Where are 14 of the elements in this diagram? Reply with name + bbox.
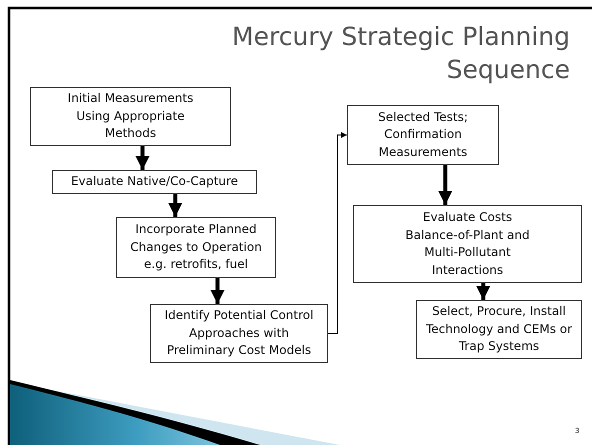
process-box: Select, Procure, Install Technology and CEMs or Trap Systems [416, 300, 582, 359]
process-box: Initial Measurements Using Appropriate Methods [30, 87, 231, 146]
arrow [438, 165, 452, 205]
slide-title: Mercury Strategic Planning Sequence [231, 21, 570, 86]
arrow [328, 132, 348, 334]
process-box: Selected Tests; Confirmation Measurements [347, 105, 499, 165]
arrow [136, 146, 150, 170]
process-box: Evaluate Costs Balance-of-Plant and Multi-Pollutant Interactions [353, 205, 582, 283]
arrow [476, 283, 490, 300]
arrow [168, 194, 182, 217]
process-box: Identify Potential Control Approaches with Preliminary Cost Models [150, 304, 328, 363]
arrow [210, 278, 224, 304]
process-box: Evaluate Native/Co-Capture [52, 170, 257, 194]
process-box: Incorporate Planned Changes to Operation e.g. retrofits, fuel [116, 217, 276, 278]
